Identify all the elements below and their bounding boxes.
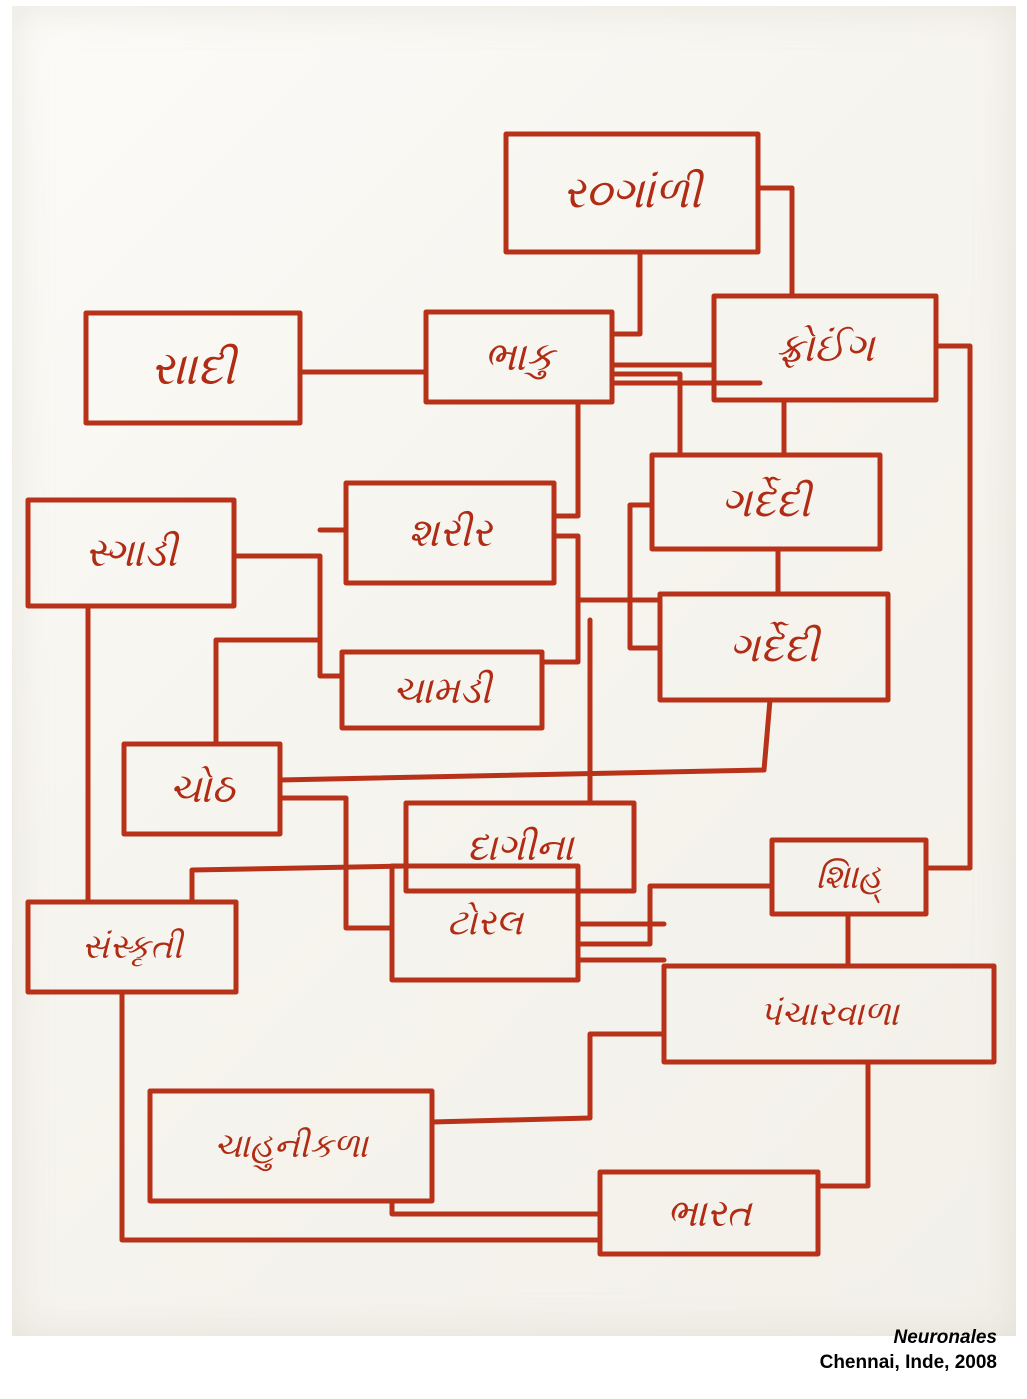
connector-line — [609, 249, 643, 337]
node-label: શરીર — [408, 510, 494, 556]
node-box — [343, 480, 557, 586]
diagram-node: ટોરલ — [389, 863, 581, 983]
connector-line — [551, 399, 581, 519]
caption-title: Neuronales — [893, 1327, 997, 1348]
diagram-node: દાગીના — [403, 800, 637, 894]
diagram-node: પંચારવાળા — [661, 963, 997, 1065]
caption-place: Chennai, Inde, 2008 — [819, 1352, 997, 1373]
node-box — [661, 963, 997, 1065]
node-label: ર૦ગાંળી — [562, 168, 704, 219]
diagram-node: ચોઠ — [121, 741, 283, 837]
node-label: ચાહુનીકળા — [214, 1126, 369, 1171]
node-box — [339, 649, 545, 731]
node-label: સંસ્કૃતી — [82, 927, 185, 967]
node-box — [769, 837, 929, 917]
connector-line — [189, 863, 409, 905]
node-label: ફ્રોઈંગ — [776, 325, 876, 371]
node-box — [597, 1169, 821, 1257]
node-box — [503, 131, 761, 255]
node-label: ટોરલ — [447, 902, 525, 944]
node-box — [121, 741, 283, 837]
connector-line — [429, 1031, 667, 1125]
diagram-node: ફ્રોઈંગ — [711, 293, 939, 403]
node-label: દાગીના — [467, 825, 575, 869]
paper-sheet: ર૦ગાંળી રાાદી ભાકુ ફ્રોઈંગ સ્ગાડી શરીર ગર્દેદી… — [12, 6, 1016, 1336]
node-label: ભારત — [667, 1191, 753, 1235]
diagram-node: ચામડી — [339, 649, 545, 731]
node-box — [25, 899, 239, 995]
connector-line — [277, 697, 773, 783]
diagram-node: ગર્દેદી — [657, 591, 891, 703]
diagram-node: ર૦ગાંળી — [503, 131, 761, 255]
diagram-node: શરીર — [343, 480, 557, 586]
connector-line — [277, 795, 395, 931]
node-box — [83, 310, 303, 426]
connector-line — [575, 883, 775, 947]
node-label: ચામડી — [393, 668, 494, 712]
node-box — [25, 497, 237, 609]
node-box — [657, 591, 891, 703]
diagram-node: ભારત — [597, 1169, 821, 1257]
connector-line — [627, 502, 663, 651]
node-box — [389, 863, 581, 983]
node-box — [147, 1088, 435, 1204]
connector-line — [389, 1198, 603, 1217]
diagram-node: રાાદી — [83, 310, 303, 426]
node-box — [423, 309, 615, 405]
diagram-node: ચાહુનીકળા — [147, 1088, 435, 1204]
node-box — [403, 800, 637, 894]
connector-line — [119, 989, 603, 1243]
connector-line — [609, 371, 683, 458]
connector-line — [231, 553, 345, 679]
hand-drawn-diagram: ર૦ગાંળી રાાદી ભાકુ ફ્રોઈંગ સ્ગાડી શરીર ગર્દેદી… — [25, 131, 997, 1257]
node-label: ચોઠ — [169, 766, 236, 812]
diagram-node: શિાહ્ — [769, 837, 929, 917]
node-label: રાાદી — [150, 341, 239, 395]
connector-line — [815, 1059, 871, 1189]
connector-line — [539, 533, 581, 665]
diagram-node: ભાકુ — [423, 309, 615, 405]
node-label: સ્ગાડી — [85, 530, 181, 576]
node-label: પંચારવાળા — [759, 994, 900, 1034]
node-label: ભાકુ — [484, 334, 558, 380]
node-label: શિાહ્ — [816, 857, 882, 904]
caption: Neuronales Chennai, Inde, 2008 — [820, 1325, 997, 1375]
node-label: ગર્દેદી — [721, 476, 814, 526]
node-box — [649, 452, 883, 552]
diagram-node: સંસ્કૃતી — [25, 899, 239, 995]
connector-line — [923, 343, 973, 871]
diagram-node: ગર્દેદી — [649, 452, 883, 552]
connector-line — [755, 185, 795, 299]
node-label: ગર્દેદી — [729, 621, 822, 671]
connector-line — [213, 637, 321, 747]
diagram-node: સ્ગાડી — [25, 497, 237, 609]
node-box — [711, 293, 939, 403]
